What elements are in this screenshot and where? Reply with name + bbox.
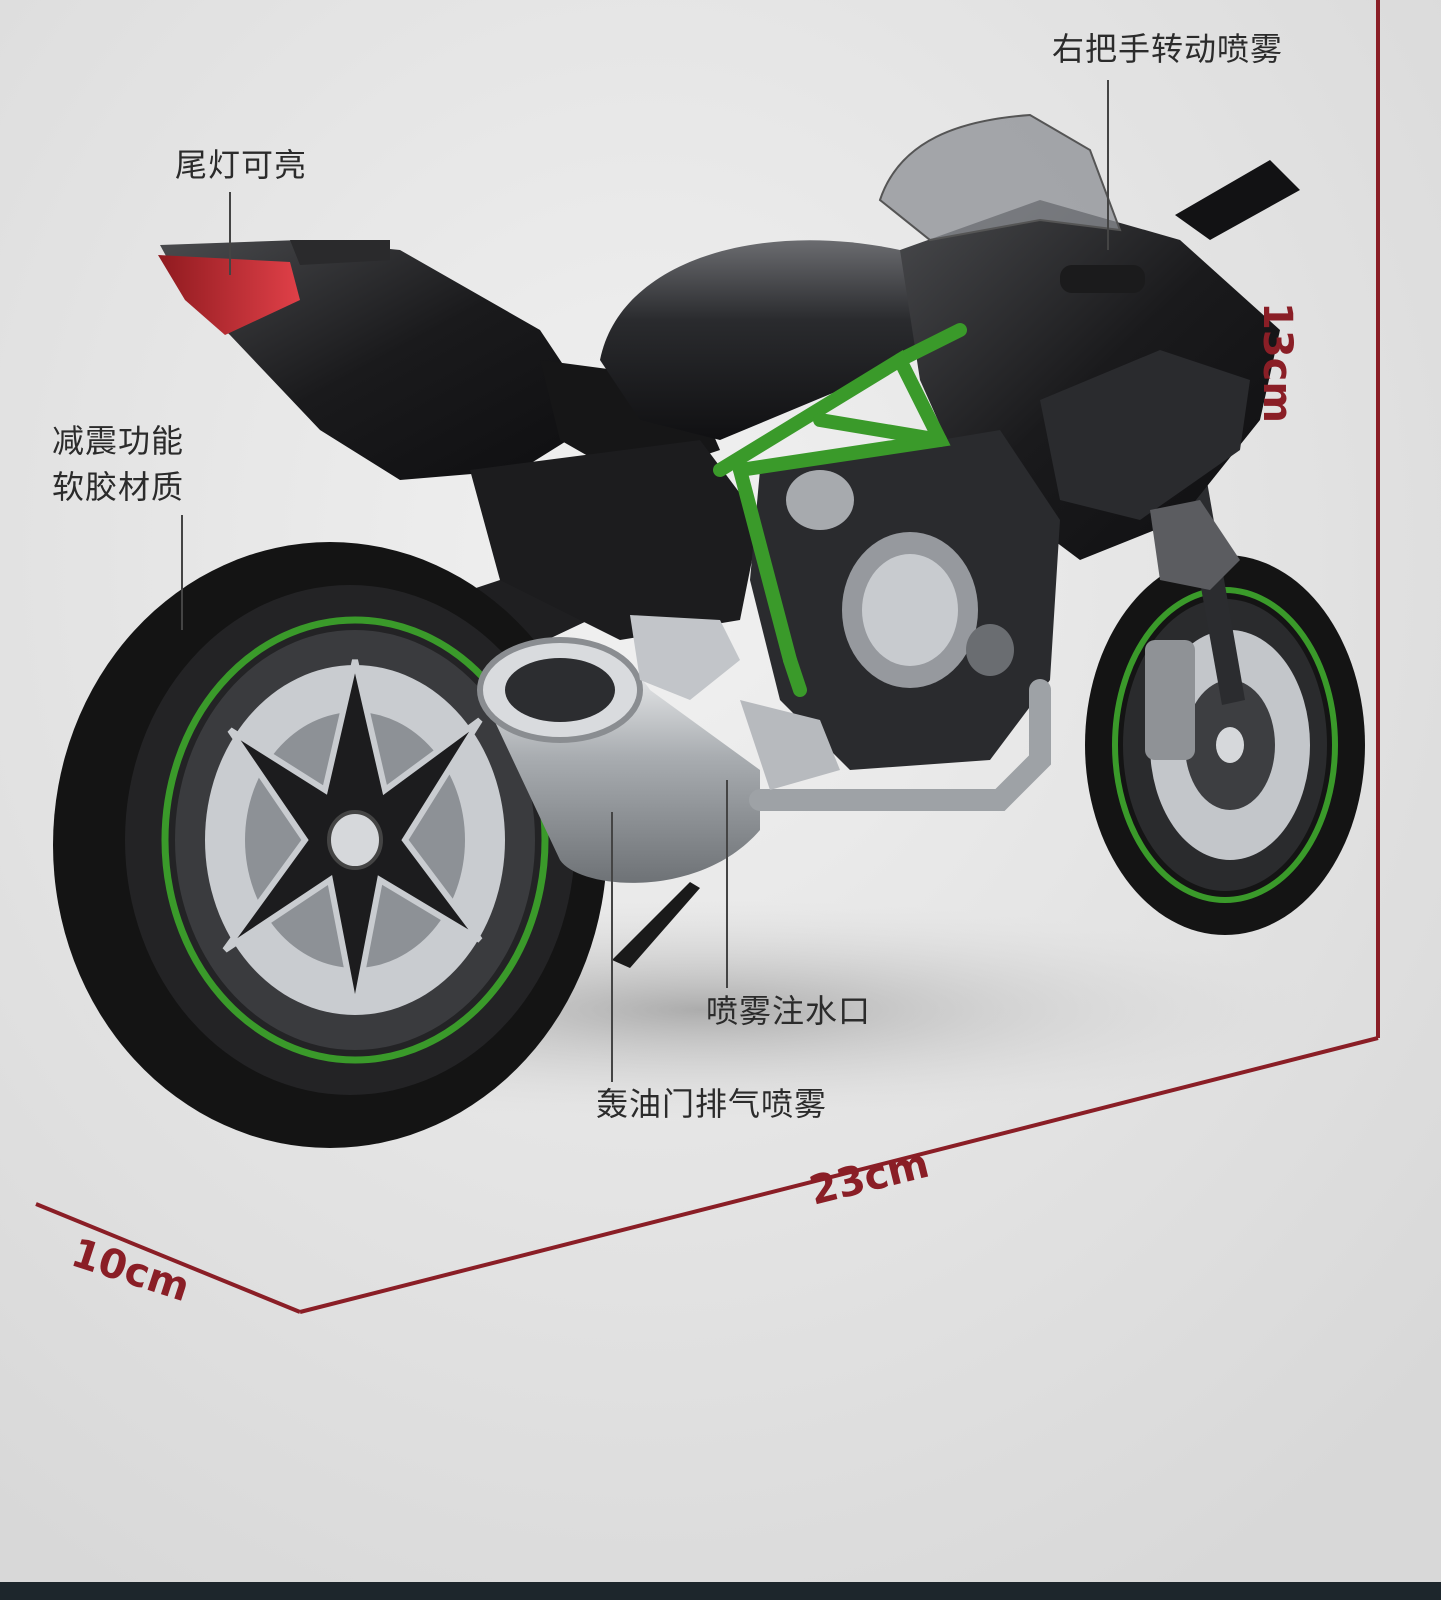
exhaust-pipe bbox=[749, 679, 1051, 811]
exhaust bbox=[477, 615, 1051, 883]
footrest-bracket bbox=[630, 615, 740, 700]
throttle-spray-callout: 轰油门排气喷雾 bbox=[596, 1085, 828, 1123]
height-dimension-label: 13cm bbox=[1254, 302, 1300, 424]
bottom-strip bbox=[0, 1582, 1441, 1600]
footpeg-plate bbox=[740, 700, 840, 790]
shock-callout-line1: 减震功能 bbox=[52, 422, 185, 460]
tail-light bbox=[158, 255, 300, 335]
tail-light-callout: 尾灯可亮 bbox=[175, 146, 308, 184]
lower-body bbox=[470, 440, 760, 640]
front-wheel bbox=[1085, 555, 1365, 935]
width-dimension-line bbox=[35, 1202, 301, 1314]
mirror bbox=[1175, 160, 1300, 240]
engine bbox=[750, 430, 1060, 770]
fuel-tank bbox=[600, 240, 968, 440]
dimension-lines bbox=[35, 0, 1380, 1314]
rear-wheel bbox=[53, 542, 607, 1148]
spray-inlet-callout: 喷雾注水口 bbox=[706, 992, 872, 1030]
kickstand bbox=[612, 882, 700, 968]
callout-leaders bbox=[181, 80, 1109, 1082]
winglet bbox=[1150, 500, 1240, 590]
length-dimension-line bbox=[299, 1036, 1379, 1314]
handlebar-spray-callout: 右把手转动喷雾 bbox=[1052, 30, 1284, 68]
front-caliper bbox=[1145, 640, 1195, 760]
side-panel bbox=[1040, 350, 1250, 520]
rear-rim-stripe bbox=[161, 616, 549, 1064]
right-handlebar bbox=[1060, 265, 1145, 293]
shock-callout-line2: 软胶材质 bbox=[52, 468, 185, 506]
trellis-frame bbox=[713, 323, 967, 697]
rear-hub bbox=[327, 810, 383, 870]
windscreen bbox=[878, 113, 1122, 242]
